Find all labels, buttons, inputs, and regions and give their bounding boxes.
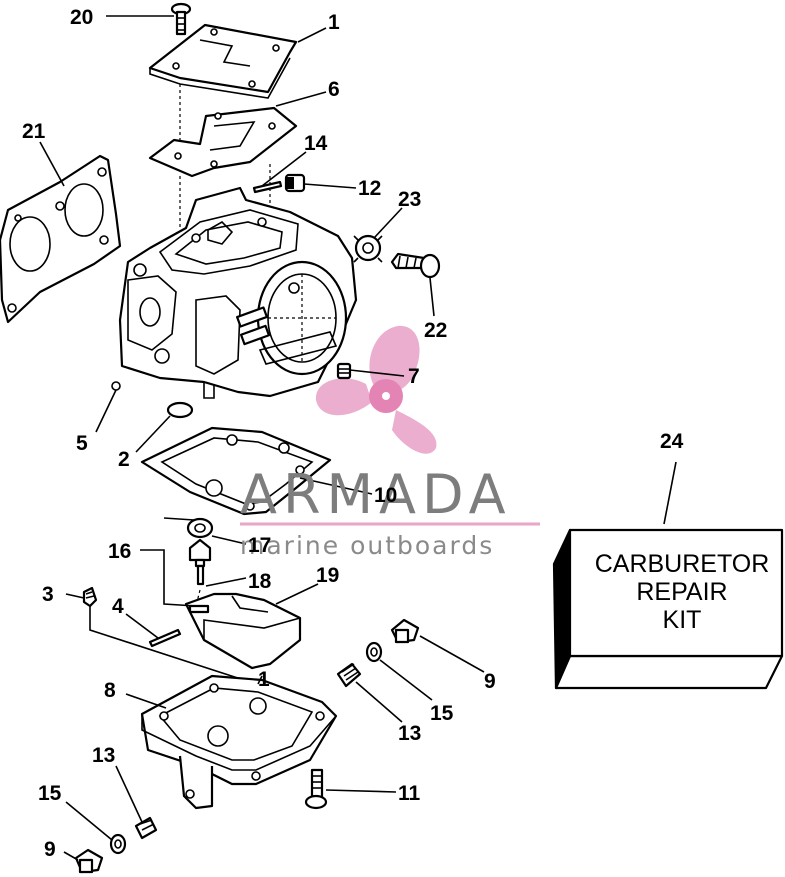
propeller-blade-left [315,378,372,416]
callout-7: 7 [408,365,420,388]
part-12-plug [284,173,306,193]
propeller-blade-right [392,410,437,454]
part-8-float-bowl [140,674,338,810]
part-10-bowl-gasket [140,426,332,516]
part-20-screw [170,2,192,36]
part-3-screw [82,586,98,608]
callout-8: 8 [104,679,116,702]
callout-4: 4 [112,595,124,618]
callout-21: 21 [22,120,46,143]
propeller-blade-top [369,325,420,394]
callout-6: 6 [328,78,340,101]
part-11-screw [304,768,328,810]
part-22-bolt [390,252,441,279]
callout-1-top: 1 [328,11,340,34]
watermark-brand: ARMADA [240,463,512,526]
callout-2: 2 [118,448,130,471]
callout-18: 18 [248,570,272,593]
callout-1-bowl: 1 [258,668,270,691]
kit-line-3: KIT [663,606,702,634]
callout-11: 11 [398,782,421,805]
carburetor-body [118,186,358,399]
callout-5: 5 [76,432,88,455]
kit-line-2: REPAIR [636,578,727,606]
leader-lines [39,15,677,861]
part-6-gasket [148,106,298,178]
callout-16: 16 [108,540,131,563]
callout-23: 23 [398,188,421,211]
callout-9-right: 9 [484,670,496,693]
callout-22: 22 [424,319,447,342]
callout-20: 20 [70,6,93,29]
part-16-needle-valve [188,538,212,568]
armada-propeller-logo [315,325,437,454]
callout-24: 24 [660,430,684,453]
part-13-jet-lower [134,816,158,840]
part-18-needle [196,564,205,586]
part-17-seat-washer [186,517,214,539]
part-13-jet-upper [336,662,362,688]
part-7-jet [336,362,352,380]
callout-14: 14 [304,132,328,155]
callout-9-left: 9 [44,838,56,861]
part-4-pin [148,628,182,648]
watermark-tagline: marine outboards [240,531,494,560]
part-9-plug-lower [74,848,104,874]
part-15-washer-lower [109,833,127,855]
part-19-float [184,592,302,670]
callout-10: 10 [374,484,397,507]
callout-17: 17 [248,534,271,557]
callout-labels: 20 1 6 21 14 12 23 22 7 5 2 10 24 16 17 … [22,6,684,861]
callout-12: 12 [358,177,381,200]
part-23-lock-washer [353,234,383,263]
part-15-washer-upper [365,641,383,663]
callout-15-right: 15 [430,702,454,725]
part-9-plug-upper [390,618,420,644]
part-1-cover-plate [148,23,298,99]
part-2-disc [166,401,194,419]
callout-15-left: 15 [38,782,62,805]
part-21-flange-gasket [0,154,122,324]
kit-line-1: CARBURETOR [595,550,770,578]
part-14-pin [252,180,283,194]
callout-3: 3 [42,583,54,606]
callout-19: 19 [316,564,339,587]
part-5-o-ring [111,381,121,391]
callout-13-right: 13 [398,722,421,745]
callout-13-left: 13 [92,744,115,767]
part-24-repair-kit-box [552,528,784,690]
